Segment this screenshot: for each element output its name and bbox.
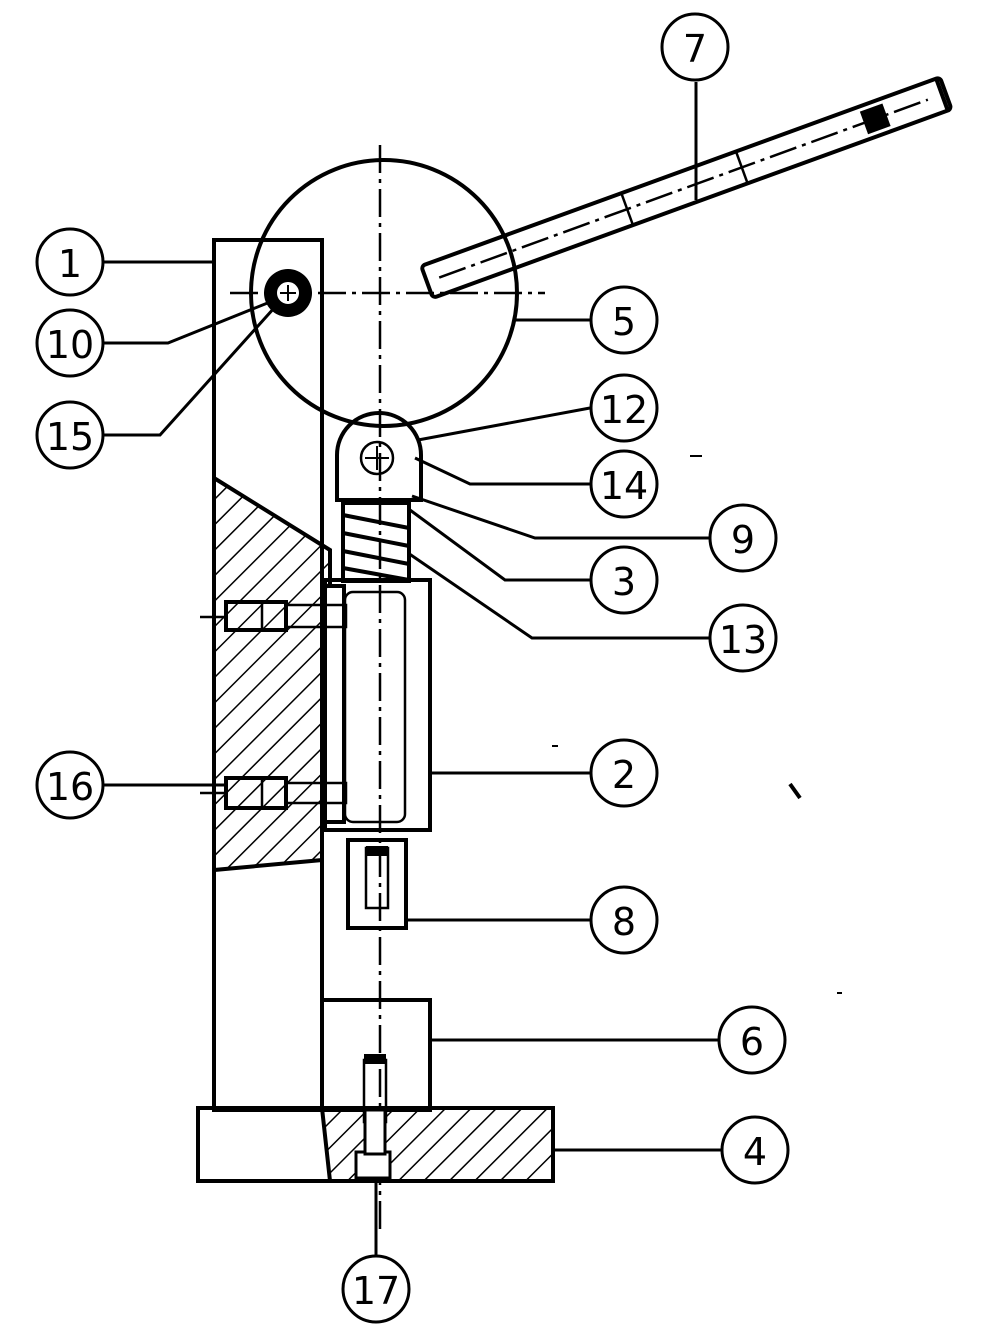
callout-13: 13	[708, 603, 778, 673]
spring	[341, 501, 411, 583]
callout-14-label: 14	[600, 464, 648, 508]
callout-5: 5	[589, 285, 659, 355]
callout-4: 4	[720, 1115, 790, 1185]
callout-8: 8	[589, 885, 659, 955]
screws	[200, 600, 348, 810]
pivot-pin	[264, 269, 312, 317]
callout-2: 2	[589, 738, 659, 808]
callout-6-label: 6	[740, 1020, 764, 1064]
callout-1-label: 1	[58, 242, 82, 286]
callout-12-label: 12	[600, 388, 648, 432]
callout-2-label: 2	[612, 753, 636, 797]
stray-marks	[552, 455, 842, 994]
frame-column	[212, 238, 332, 1112]
callout-5-label: 5	[612, 300, 636, 344]
callout-9-label: 9	[731, 518, 755, 562]
base-plate	[196, 1106, 555, 1183]
callout-16-label: 16	[46, 765, 94, 809]
punch	[346, 838, 408, 930]
callout-15-label: 15	[46, 415, 94, 459]
callout-10-label: 10	[46, 323, 94, 367]
ram-slide	[320, 578, 432, 832]
callout-7: 7	[660, 12, 730, 82]
die-block	[320, 998, 432, 1124]
callout-17-label: 17	[352, 1269, 400, 1313]
callout-14: 14	[589, 449, 659, 519]
callout-17: 17	[341, 1254, 411, 1324]
handle-lever	[420, 76, 953, 299]
callout-1: 1	[35, 227, 105, 297]
frame-hatched-section	[212, 474, 332, 873]
callout-3-label: 3	[612, 560, 636, 604]
callout-13-label: 13	[719, 618, 767, 662]
callout-8-label: 8	[612, 900, 636, 944]
clevis-roller	[335, 411, 423, 502]
callout-10: 10	[35, 308, 105, 378]
callout-4-label: 4	[743, 1130, 767, 1174]
callout-6: 6	[717, 1005, 787, 1075]
callout-7-label: 7	[683, 27, 707, 71]
callout-12: 12	[589, 373, 659, 443]
callout-3: 3	[589, 545, 659, 615]
leader-lines	[104, 82, 722, 1256]
callout-9: 9	[708, 503, 778, 573]
callout-16: 16	[35, 750, 105, 820]
callout-15: 15	[35, 400, 105, 470]
